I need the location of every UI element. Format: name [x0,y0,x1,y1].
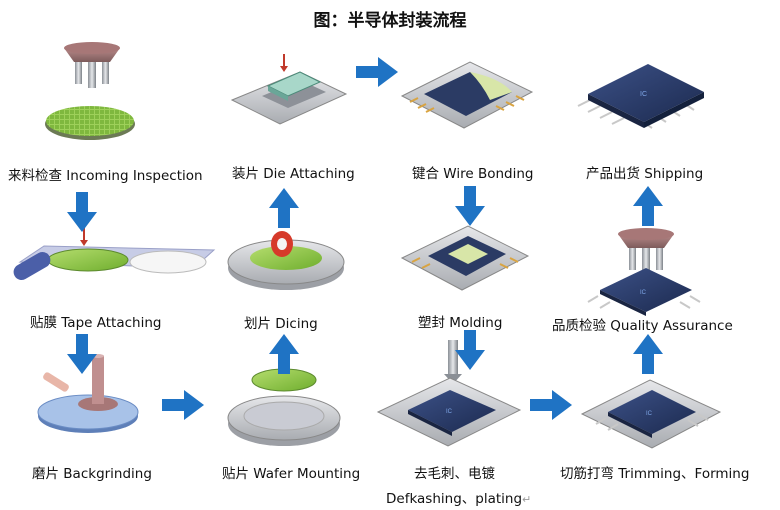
label-deflashing-en-text: Defkashing、plating [386,491,523,507]
arrow-incoming-to-tape [67,192,97,232]
label-incoming-inspection: 来料检查 Incoming Inspection [8,168,203,184]
arrow-deflash-to-trim [530,390,572,420]
label-wafer-mounting: 贴片 Wafer Mounting [222,466,361,482]
arrow-dicing-to-attach [269,188,299,228]
arrow-qa-to-shipping [633,186,663,226]
svg-text:IC: IC [446,409,453,415]
label-wire-bonding: 键合 Wire Bonding [412,166,534,182]
arrow-molding-to-deflash [455,330,485,370]
label-trimming-forming: 切筋打弯 Trimming、Forming [560,466,750,482]
return-mark-icon: ↵ [522,493,532,506]
flow-arrows [67,57,663,420]
arrow-attach-to-bond [356,57,398,87]
quality-assurance-illustration: IC [587,228,701,316]
arrow-trim-to-qa [633,334,663,374]
wafer-mounting-illustration [227,368,341,446]
label-die-attaching: 装片 Die Attaching [232,166,355,182]
incoming-inspection-illustration [45,42,135,140]
diagram-title: 图：半导体封装流程 [313,11,467,31]
deflashing-illustration: IC [376,340,522,447]
label-shipping: 产品出货 Shipping [586,166,704,182]
svg-text:IC: IC [646,411,653,417]
molding-illustration [400,225,530,291]
backgrinding-illustration [37,354,139,433]
wire-bonding-illustration [400,61,534,129]
tape-attaching-illustration [13,226,216,280]
label-molding: 塑封 Molding [418,315,503,331]
dicing-illustration [227,231,345,290]
trimming-forming-illustration: IC [580,379,722,449]
label-deflashing-en: Defkashing、plating↵ [386,487,531,507]
label-tape-attaching: 贴膜 Tape Attaching [30,315,162,331]
svg-text:IC: IC [640,91,647,98]
arrow-backgrind-to-mount [162,390,204,420]
svg-text:IC: IC [640,290,647,296]
label-deflashing-cn: 去毛刺、电镀 [414,466,495,482]
label-quality-assurance: 品质检验 Quality Assurance [552,318,733,334]
arrow-bond-to-molding [455,186,485,226]
die-attaching-illustration [230,54,348,125]
shipping-illustration: IC [577,64,704,129]
label-dicing: 划片 Dicing [244,316,318,332]
arrow-mount-to-dicing [269,334,299,374]
label-backgrinding: 磨片 Backgrinding [32,466,152,482]
